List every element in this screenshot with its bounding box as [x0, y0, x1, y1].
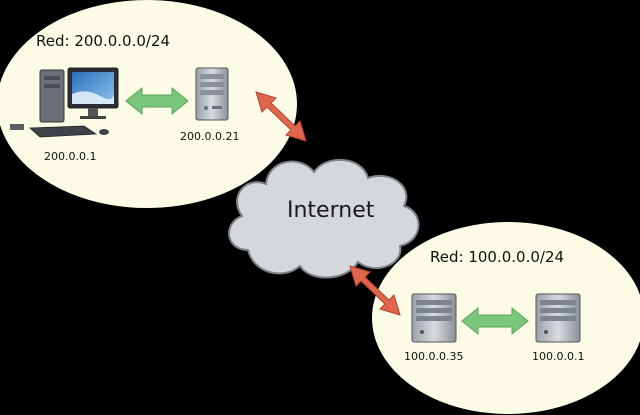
wan-link-top: [255, 91, 307, 142]
server-tower-right-icon: [535, 293, 581, 343]
internet-label: Internet: [287, 198, 375, 223]
server-tower-top-icon: [195, 67, 229, 121]
lan-link-top: [125, 86, 189, 116]
ip-label-pc-top: 200.0.0.1: [44, 150, 96, 163]
ip-label-server-right: 100.0.0.1: [532, 350, 584, 363]
desktop-pc-icon: [10, 67, 119, 138]
ip-label-server-left: 100.0.0.35: [404, 350, 463, 363]
network-title-bottom: Red: 100.0.0.0/24: [430, 248, 564, 266]
network-zone-bottom: Red: 100.0.0.0/24 100.0.0.35 100.0.0.1: [372, 222, 640, 414]
ip-label-server-top: 200.0.0.21: [180, 130, 239, 143]
network-title-top: Red: 200.0.0.0/24: [36, 32, 170, 50]
network-zone-top: Red: 200.0.0.0/24 200.0.0.1: [0, 0, 297, 208]
wan-link-bottom: [349, 265, 401, 316]
lan-link-bottom: [461, 306, 529, 336]
internet-cloud: Internet: [228, 158, 420, 279]
server-tower-left-icon: [411, 293, 457, 343]
